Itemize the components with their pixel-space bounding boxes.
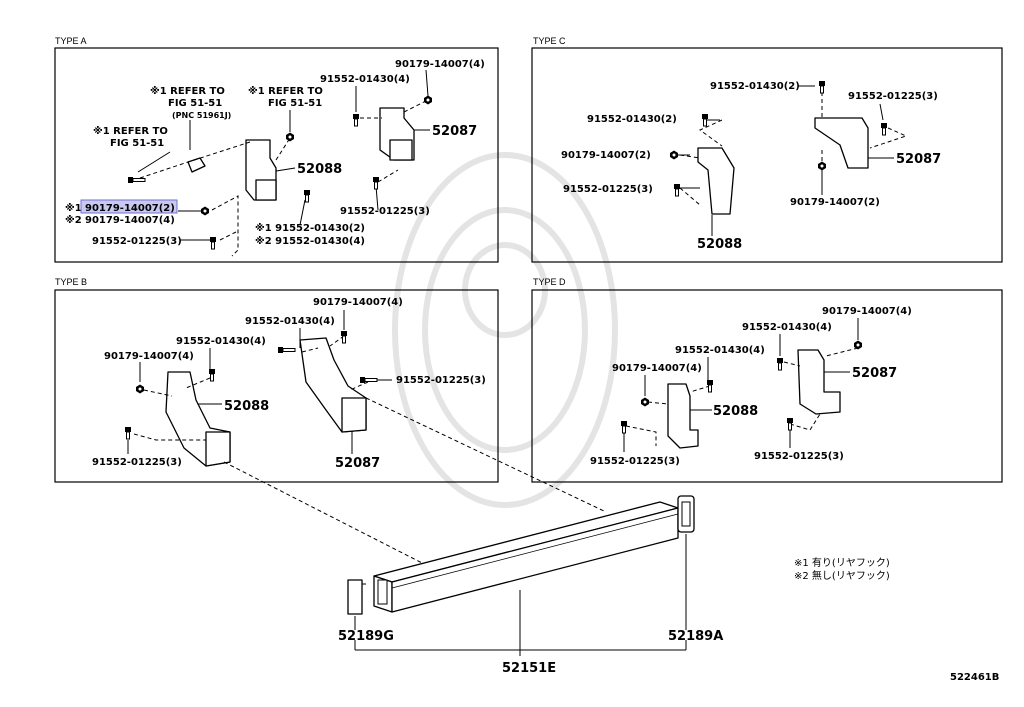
part-label: 52088: [697, 237, 742, 252]
part-label: 91552-01225(3): [563, 184, 653, 195]
panel-type-b: TYPE B: [54, 277, 499, 483]
panel-title: TYPE B: [55, 277, 87, 287]
part-label: 52087: [852, 366, 897, 381]
part-label: 90179-14007(2): [790, 197, 880, 208]
ref-note: ※1 REFER TO: [93, 125, 168, 137]
part-label: ※1 91552-01430(2): [255, 222, 365, 234]
drawing-id: 522461B: [950, 672, 999, 683]
part-label: 90179-14007(4): [85, 215, 175, 226]
part-label: 91552-01225(3): [92, 457, 182, 468]
ref-note: (PNC 51961J): [172, 111, 231, 120]
part-label: 52087: [335, 456, 380, 471]
ref-note: FIG 51-51: [110, 138, 164, 149]
ref-note: FIG 51-51: [168, 98, 222, 109]
type-b-drawing: 90179-14007(4) 91552-01430(4) 91552-0143…: [92, 297, 486, 471]
part-label: 91552-01225(3): [92, 236, 182, 247]
ref-note: FIG 51-51: [268, 98, 322, 109]
part-label: 90179-14007(4): [313, 297, 403, 308]
ref-note: ※1 REFER TO: [150, 85, 225, 97]
part-label: 91552-01430(2): [710, 81, 800, 92]
panel-title: TYPE A: [55, 36, 87, 46]
legend-note: ※2 無し(リヤフック): [794, 569, 890, 582]
type-c-drawing: 91552-01430(2) 91552-01225(3) 91552-0143…: [561, 80, 941, 252]
part-label: 91552-01430(4): [742, 322, 832, 333]
part-label: 52088: [713, 404, 758, 419]
part-label: 91552-01430(4): [245, 316, 335, 327]
part-label: 90179-14007(4): [104, 351, 194, 362]
panel-type-a: TYPE A: [54, 36, 499, 263]
panel-type-c: TYPE C: [531, 36, 1003, 263]
part-label: 91552-01430(4): [675, 345, 765, 356]
part-label: 91552-01225(3): [396, 375, 486, 386]
beam-52151E: [373, 501, 679, 613]
part-label: 91552-01430(4): [320, 74, 410, 85]
panel-title: TYPE C: [533, 36, 566, 46]
part-label: 90179-14007(2): [561, 150, 651, 161]
note-mark: ※2: [65, 214, 82, 226]
part-label: 52087: [896, 152, 941, 167]
cap-52189A: [677, 495, 695, 533]
part-label: 91552-01225(3): [340, 206, 430, 217]
part-label: 52088: [297, 162, 342, 177]
note-mark: ※1: [65, 202, 82, 214]
part-label: 91552-01430(2): [587, 114, 677, 125]
part-label: 52189A: [668, 629, 723, 644]
type-d-drawing: 90179-14007(4) 91552-01430(4) 91552-0143…: [590, 306, 912, 467]
panel-type-d: TYPE D: [531, 277, 1003, 483]
part-label: 52151E: [502, 661, 556, 676]
assembly-drawing: 52189G 52189A 52151E ※1 有り(リヤフック) ※2 無し(…: [223, 397, 999, 683]
part-label: 52189G: [338, 629, 394, 644]
cap-52189G: [347, 579, 366, 615]
part-label: 91552-01430(4): [176, 336, 266, 347]
part-label: 52087: [432, 124, 477, 139]
part-label: 90179-14007(4): [822, 306, 912, 317]
type-a-drawing: ※1 REFER TO FIG 51-51 (PNC 51961J) ※1 RE…: [65, 59, 485, 257]
part-label-highlighted[interactable]: 90179-14007(2): [85, 203, 175, 214]
highlight-box: [80, 199, 178, 214]
ref-note: ※1 REFER TO: [248, 85, 323, 97]
part-label: 91552-01225(3): [848, 91, 938, 102]
part-label: 90179-14007(4): [612, 363, 702, 374]
part-label: 91552-01225(3): [590, 456, 680, 467]
legend-note: ※1 有り(リヤフック): [794, 556, 890, 569]
part-label: 91552-01225(3): [754, 451, 844, 462]
part-label: 52088: [224, 399, 269, 414]
part-label: 90179-14007(4): [395, 59, 485, 70]
panel-title: TYPE D: [533, 277, 566, 287]
part-label: ※2 91552-01430(4): [255, 235, 365, 247]
